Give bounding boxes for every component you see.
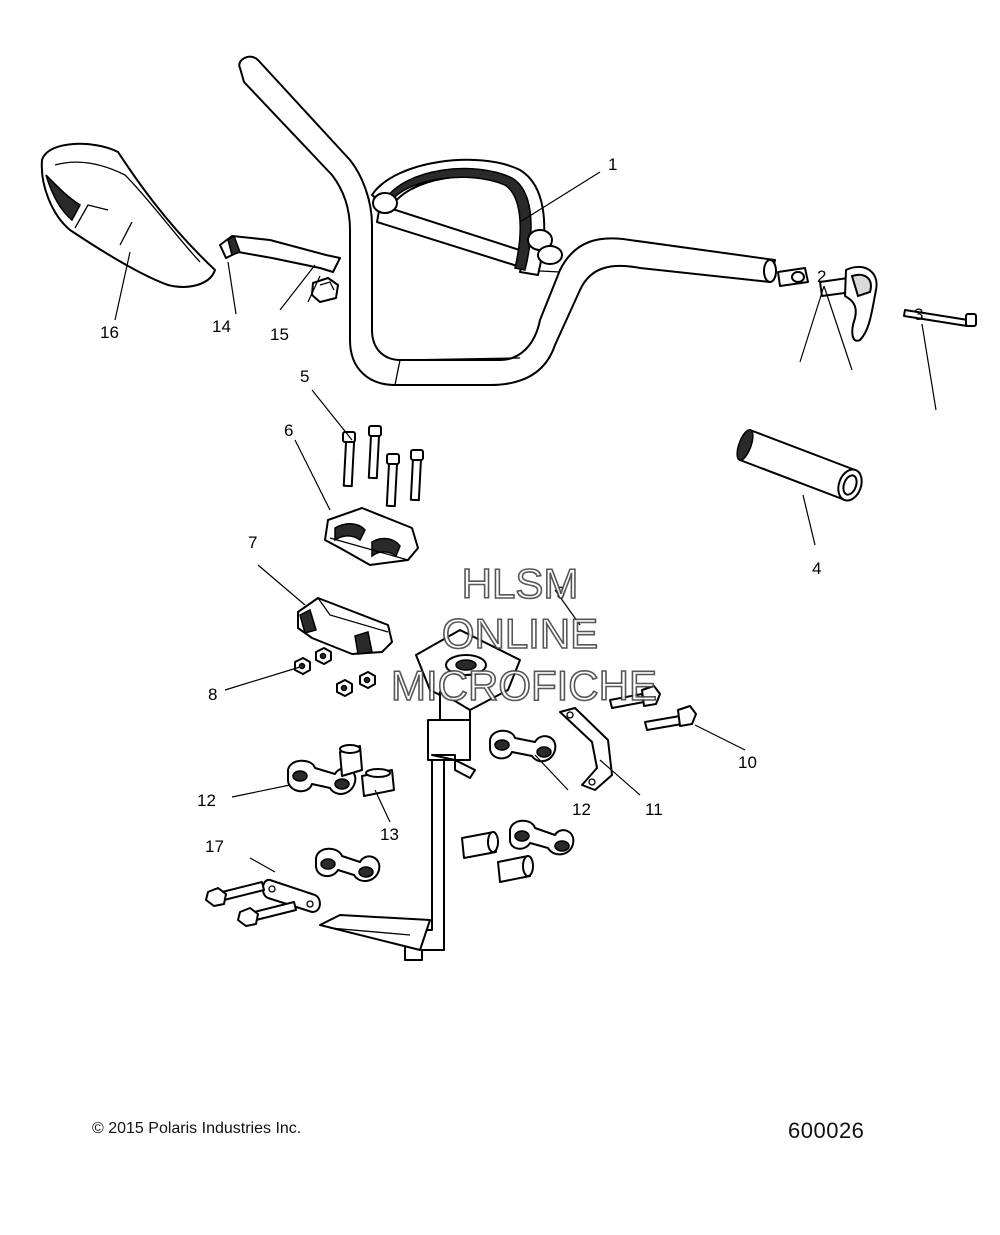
callout-16: 16: [100, 323, 119, 342]
leader-lines: [114, 171, 937, 873]
throttle-assembly: [777, 265, 878, 342]
bracket-11: [559, 707, 613, 791]
callout-10: 10: [738, 753, 757, 772]
grip-4: [736, 429, 863, 502]
callout-7: 7: [248, 533, 257, 552]
watermark-line-2: ONLINE: [442, 610, 598, 657]
clamp-12-a: [489, 729, 557, 763]
callout-17: 17: [205, 837, 224, 856]
clamp-12-b: [287, 759, 357, 795]
callout-6: 6: [284, 421, 293, 440]
steering-post-9: [319, 629, 521, 961]
handlebar: [238, 55, 776, 386]
watermark: HLSM ONLINE MICROFICHE: [390, 559, 658, 710]
figure-number: 600026: [788, 1118, 865, 1143]
bushings-13: [339, 744, 534, 883]
clamp-12-d: [315, 847, 381, 882]
callout-8: 8: [208, 685, 217, 704]
lower-clamp-7: [297, 597, 393, 655]
watermark-line-3: MICROFICHE: [391, 662, 657, 709]
callout-14: 14: [212, 317, 231, 336]
callout-3: 3: [914, 305, 923, 324]
callout-13: 13: [380, 825, 399, 844]
screw-3: [903, 309, 977, 327]
callout-11: 11: [645, 800, 663, 819]
lever-14: [219, 234, 341, 273]
nuts-8: [294, 647, 376, 697]
crossbar-pad: [371, 158, 563, 276]
bolts-5: [342, 425, 424, 508]
bar-end: [763, 259, 777, 283]
callout-12-right: 12: [572, 800, 591, 819]
upper-clamp-6: [324, 507, 419, 566]
bolts-10: [609, 685, 697, 731]
callouts: 1 2 3 4 5 6 7 8 9 10 11 12 12 13 14 15 1…: [100, 155, 923, 856]
hand-guard-16: [40, 142, 216, 288]
copyright-notice: © 2015 Polaris Industries Inc.: [92, 1120, 302, 1137]
clip-15: [311, 277, 339, 303]
callout-5: 5: [300, 367, 309, 386]
callout-15: 15: [270, 325, 289, 344]
callout-12-left: 12: [197, 791, 216, 810]
callout-1: 1: [608, 155, 617, 174]
callout-9: 9: [556, 583, 565, 602]
plate-17: [205, 878, 321, 927]
clamp-12-c: [509, 819, 575, 856]
callout-4: 4: [812, 559, 821, 578]
watermark-line-1: HLSM: [462, 560, 579, 607]
callout-2: 2: [817, 267, 826, 286]
